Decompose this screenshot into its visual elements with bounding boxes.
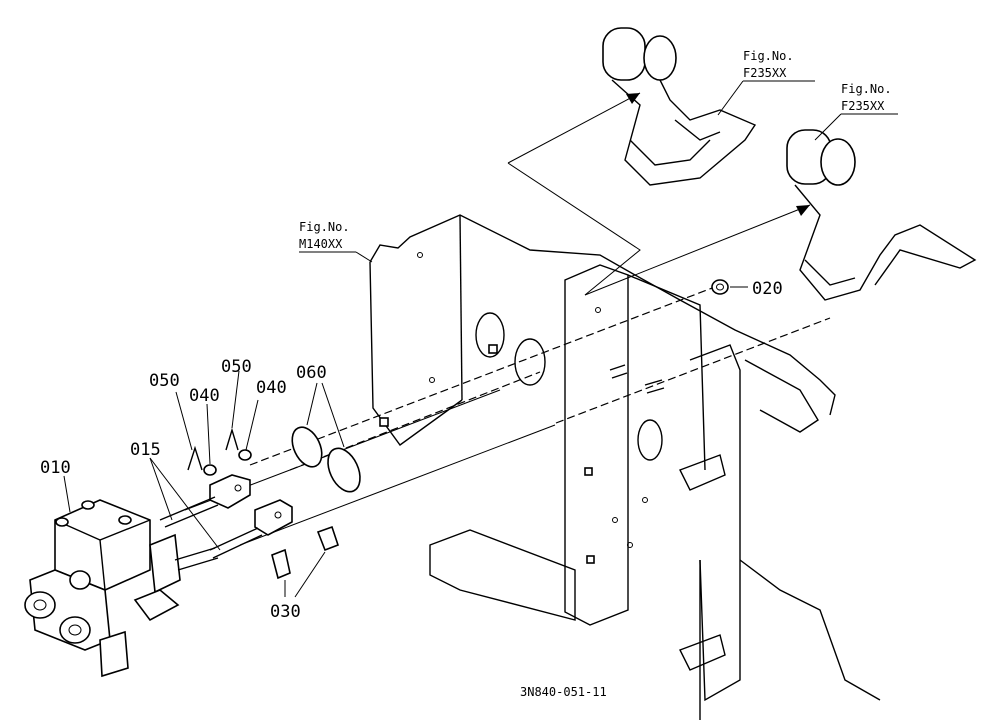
label-015: 015 [130,440,161,460]
fig-ref-2-line1: Fig.No. [841,82,892,96]
fig-ref-1-line1: Fig.No. [743,49,794,63]
clevis-assembly [159,427,340,598]
nut-020 [711,279,748,295]
label-040-right: 040 [256,378,287,398]
fig-ref-3: Fig.No. M140XX [299,220,373,263]
o-rings-060 [291,382,361,493]
fig-ref-3-line1: Fig.No. [299,220,350,234]
fig-ref-1: Fig.No. F235XX [717,49,815,116]
fig-ref-2: Fig.No. F235XX [814,82,898,141]
brake-pedal-lower [786,129,977,301]
part-leaders [63,370,259,551]
fig-ref-2-line2: F235XX [841,99,885,113]
pedal-leader-lines [507,92,811,296]
label-030: 030 [270,602,301,622]
frame-bracket [369,214,881,720]
drawing-number: 3N840-051-11 [520,685,607,699]
label-010: 010 [40,458,71,478]
label-050-right: 050 [221,357,252,377]
label-040-left: 040 [189,386,220,406]
label-060: 060 [296,363,327,383]
fig-ref-1-line2: F235XX [743,66,787,80]
label-050-left: 050 [149,371,180,391]
brake-pedal-upper [602,27,757,186]
fig-ref-3-line2: M140XX [299,237,343,251]
master-cylinder-010 [24,499,219,678]
label-020: 020 [752,279,783,299]
